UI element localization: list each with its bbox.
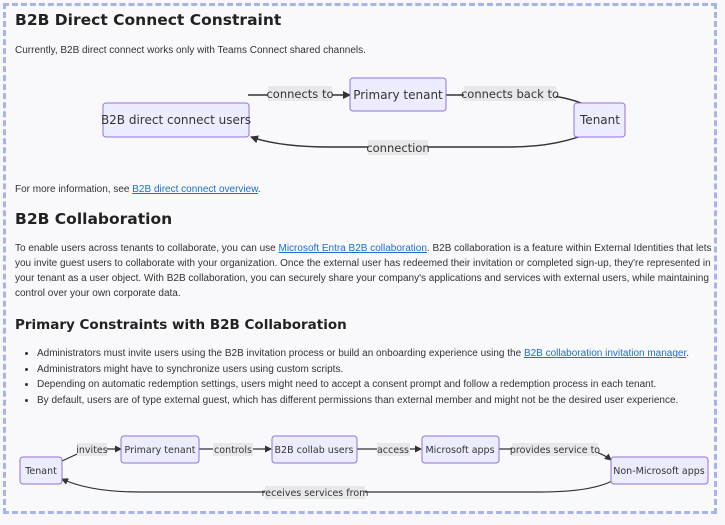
link-microsoft-entra-b2b-collaboration[interactable]: Microsoft Entra B2B collaboration	[278, 243, 427, 254]
section-title-direct-connect: B2B Direct Connect Constraint	[15, 11, 282, 29]
edge-label-connects-back: connects back to	[461, 87, 559, 101]
node-label-tenant: Tenant	[579, 113, 620, 127]
constraints-list: Administrators must invite users using t…	[15, 346, 725, 408]
edge-label-controls: controls	[214, 445, 252, 456]
bullet-text: Administrators must invite users using t…	[37, 348, 524, 359]
edge-label-invites: invites	[76, 445, 107, 456]
link-b2b-direct-connect-overview[interactable]: B2B direct connect overview	[132, 184, 258, 195]
edge-label-access: access	[377, 445, 409, 456]
node-primary-tenant-2	[120, 435, 200, 464]
collab-text-after: . B2B collaboration is a feature within …	[15, 243, 712, 299]
node-microsoft-apps	[421, 435, 500, 464]
bullet-text-end: .	[686, 348, 690, 359]
node-non-microsoft-apps	[610, 456, 709, 485]
section-title-primary-constraints: Primary Constraints with B2B Collaborati…	[15, 317, 347, 333]
node-tenant-2	[19, 456, 63, 485]
link-b2b-collaboration-invitation-manager[interactable]: B2B collaboration invitation manager	[523, 348, 687, 359]
more-info-suffix: .	[257, 184, 261, 195]
direct-connect-diagram: connects to connects back to connection …	[101, 77, 626, 155]
node-label-primary-tenant: Primary tenant	[353, 88, 443, 102]
node-tenant	[573, 102, 626, 138]
node-label-b2b-collab-users: B2B collab users	[275, 445, 354, 456]
more-info-prefix: For more information, see	[15, 184, 133, 195]
node-b2b-direct-connect-users	[102, 102, 250, 138]
node-primary-tenant	[349, 77, 447, 112]
collab-text-before: To enable users across tenants to collab…	[15, 243, 279, 254]
edge-label-connects-to: connects to	[266, 87, 333, 101]
node-label-microsoft-apps: Microsoft apps	[425, 445, 494, 456]
node-label-b2b-direct-connect-users: B2B direct connect users	[101, 113, 251, 127]
list-item: Administrators must invite users using t…	[37, 346, 725, 362]
list-item: Depending on automatic redemption settin…	[37, 377, 725, 393]
edge-connection	[250, 129, 597, 148]
node-label-tenant-2: Tenant	[24, 466, 57, 477]
list-item: Administrators might have to synchronize…	[37, 362, 725, 378]
direct-connect-more-info: For more information, see B2B direct con…	[15, 182, 261, 197]
direct-connect-intro: Currently, B2B direct connect works only…	[15, 45, 366, 56]
node-b2b-collab-users	[271, 435, 358, 464]
edge-label-connection: connection	[366, 141, 429, 155]
node-label-primary-tenant-2: Primary tenant	[125, 445, 196, 456]
node-label-non-microsoft-apps: Non-Microsoft apps	[613, 466, 705, 477]
edge-label-receives: receives services from	[262, 488, 369, 499]
edge-label-provides: provides service to	[510, 445, 600, 456]
b2b-collaboration-diagram: invites controls access provides service…	[19, 435, 709, 499]
b2b-collaboration-paragraph: To enable users across tenants to collab…	[15, 241, 712, 301]
list-item: By default, users are of type external g…	[37, 393, 725, 409]
section-title-b2b-collaboration: B2B Collaboration	[15, 210, 173, 228]
